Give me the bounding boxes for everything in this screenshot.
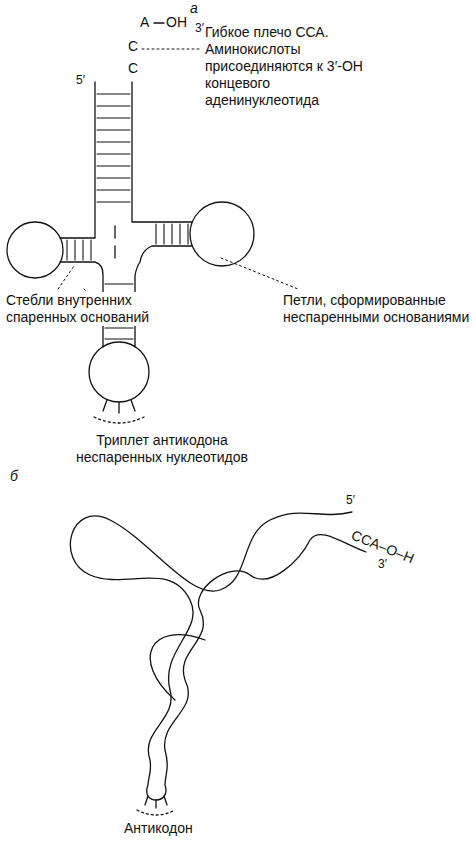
base-pair: [97, 153, 130, 154]
base-pair: [179, 224, 180, 244]
anticodon-base: [164, 796, 167, 805]
base-pair: [97, 105, 130, 106]
nucleotide-letter: C: [128, 38, 138, 55]
base-pair: [82, 240, 83, 260]
panel-letter: а: [190, 0, 198, 17]
base-pair: [97, 165, 130, 166]
folded-trna-chain: [70, 512, 366, 800]
leader-line: [142, 49, 200, 50]
folded-trna-chain: [150, 635, 205, 700]
leader-line: [221, 258, 298, 289]
anticodon-base: [103, 400, 107, 411]
base-pair: [155, 224, 156, 244]
base-pair: [97, 117, 130, 118]
strand-3prime: [132, 82, 192, 222]
end-mark: 3′: [378, 556, 387, 573]
anticodon-base: [131, 400, 135, 411]
d-loop: [7, 222, 63, 278]
base-pair: [97, 141, 130, 142]
base-pair: [163, 224, 164, 244]
base-pair: [90, 240, 91, 260]
anticodon-note: Триплет антикодона неспаренных нуклеотид…: [62, 432, 262, 466]
anticodon-bracket: [94, 417, 144, 423]
base-pair: [171, 224, 172, 244]
base-pair: [97, 177, 130, 178]
base-pair: [105, 283, 133, 284]
base-pair: [97, 189, 130, 190]
anticodon-base: [155, 800, 156, 808]
base-pair: [74, 240, 75, 260]
tertiary-dash: [114, 226, 115, 238]
tertiary-dash: [114, 246, 115, 258]
base-pair: [97, 93, 130, 94]
anticodon-base: [145, 796, 148, 805]
loops-note: Петли, сформированные неспаренными основ…: [283, 292, 471, 326]
base-pair: [97, 129, 130, 130]
nucleotide-letter: C: [128, 60, 138, 77]
anticodon-label: Антикодон: [124, 820, 193, 837]
anticodon-base: [118, 402, 119, 413]
strand-5prime: [60, 82, 95, 238]
anticodon-bracket: [137, 810, 175, 815]
leader-line: [58, 266, 74, 289]
end-mark: 3′: [195, 20, 204, 37]
base-pair: [97, 201, 130, 202]
hydroxyl-group: OH: [166, 14, 187, 31]
end-mark: 5′: [76, 72, 85, 89]
end-mark: 5′: [346, 492, 355, 509]
base-pair: [66, 240, 67, 260]
base-pair: [187, 224, 188, 244]
anticodon-loop: [89, 342, 149, 402]
panel-letter: б: [10, 468, 18, 485]
stems-note: Стебли внутренних спаренных оснований: [4, 292, 158, 326]
base-pair: [105, 338, 133, 339]
t-loop: [190, 202, 254, 266]
nucleotide-letter: A: [140, 14, 149, 31]
cca-arm-note: Гибкое плечо ССА. Аминокислоты присоедин…: [205, 24, 375, 109]
base-pair: [105, 327, 133, 328]
bond-line: [154, 22, 164, 23]
